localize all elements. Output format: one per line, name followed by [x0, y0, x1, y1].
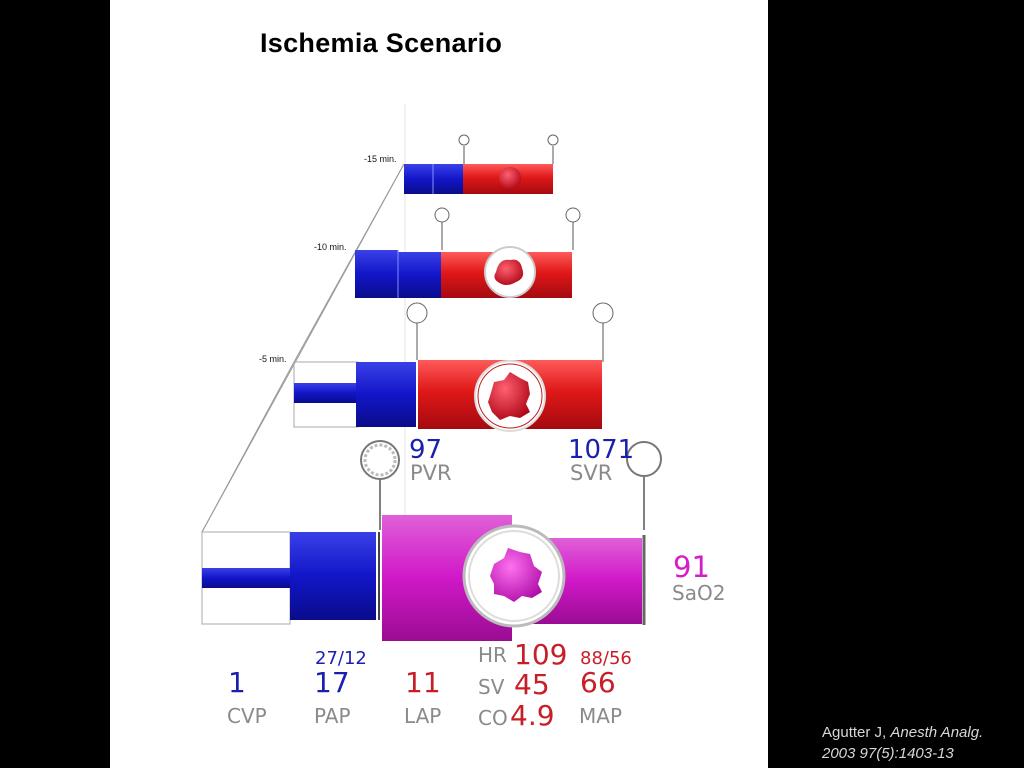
cvp-value: 1 [228, 666, 246, 699]
svr-value: 1071 [568, 435, 635, 465]
slide: Ischemia Scenario [110, 0, 768, 768]
co-value: 4.9 [510, 699, 555, 732]
map-sub: 88/56 [580, 648, 632, 669]
pvr-label: PVR [410, 461, 452, 485]
co-label: CO [478, 706, 508, 730]
time-label-5: -5 min. [259, 354, 287, 364]
citation-author: Agutter J, [822, 724, 887, 741]
slide-title: Ischemia Scenario [260, 28, 503, 58]
lap-value: 11 [405, 666, 441, 699]
svr-label: SVR [570, 461, 613, 485]
lap-label: LAP [404, 704, 442, 728]
citation-journal: Anesth Analg. [890, 724, 984, 741]
row-5-min [293, 302, 614, 432]
sv-label: SV [478, 675, 505, 699]
ischemia-diagram [201, 104, 662, 641]
sv-value: 45 [514, 668, 550, 701]
map-label: MAP [579, 704, 622, 728]
time-label-10: -10 min. [314, 242, 347, 252]
citation-ref: 2003 97(5):1403-13 [822, 745, 954, 762]
cvp-label: CVP [227, 704, 267, 728]
hr-label: HR [478, 643, 507, 667]
citation: Agutter J, Anesth Analg. 2003 97(5):1403… [822, 722, 983, 764]
row-15-min [404, 134, 559, 194]
hr-value: 109 [514, 638, 568, 671]
pap-label: PAP [314, 704, 351, 728]
time-label-15: -15 min. [364, 154, 397, 164]
row-10-min [355, 207, 581, 298]
pvr-value: 97 [409, 435, 443, 465]
map-value: 66 [580, 666, 616, 699]
sao2-value: 91 [673, 550, 710, 584]
pap-sub: 27/12 [315, 648, 367, 669]
row-current [201, 440, 662, 641]
pap-value: 17 [314, 666, 350, 699]
sao2-label: SaO2 [672, 581, 726, 605]
